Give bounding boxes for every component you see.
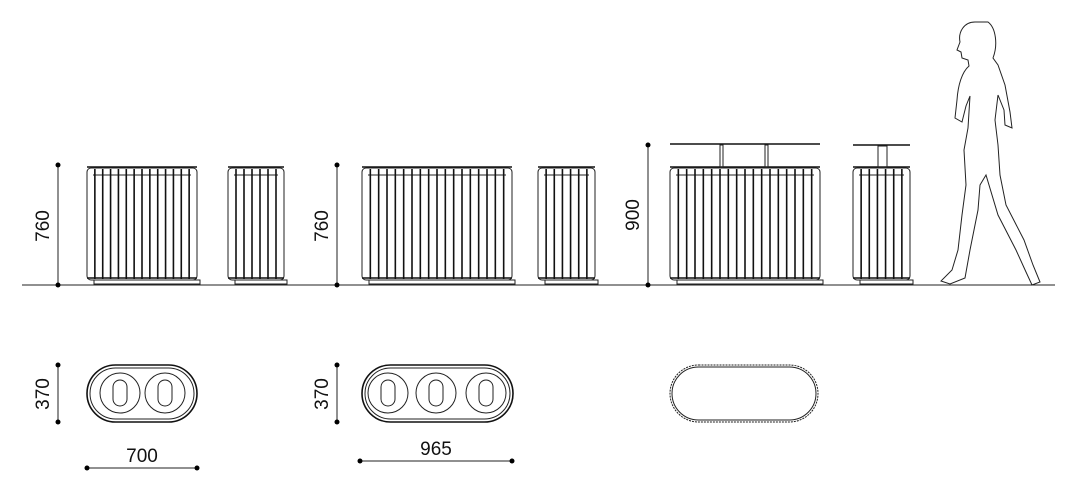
dimension-label: 965 xyxy=(420,439,452,460)
bin-two-front xyxy=(86,166,201,285)
plan-three-bin xyxy=(361,364,514,423)
bin-two-side xyxy=(227,166,288,285)
bin-table-side xyxy=(852,166,914,285)
dimension-depth-three-bin: 370 xyxy=(312,362,340,425)
dimension-width-three-bin: 965 xyxy=(357,439,515,464)
dimension-height-two-bin: 760 xyxy=(33,162,61,288)
table-top-front xyxy=(670,143,820,168)
plan-two-bin xyxy=(86,364,198,423)
plan-table-top xyxy=(669,364,819,423)
dimension-width-two-bin: 700 xyxy=(84,446,200,471)
dimension-label: 900 xyxy=(623,199,644,231)
dimension-height-table-bin: 900 xyxy=(623,142,651,288)
bin-table-front xyxy=(669,166,824,285)
bin-three-front xyxy=(361,166,516,285)
table-top-side xyxy=(853,144,910,168)
human-figure-scale xyxy=(940,21,1041,286)
dimension-label: 370 xyxy=(312,378,333,410)
dimension-label: 370 xyxy=(33,378,54,410)
dimension-label: 700 xyxy=(126,446,158,467)
dimension-height-three-bin: 760 xyxy=(312,162,340,288)
dimension-label: 760 xyxy=(33,210,54,242)
dimension-label: 760 xyxy=(312,210,333,242)
bin-three-side xyxy=(537,166,599,285)
dimension-depth-two-bin: 370 xyxy=(33,362,61,425)
